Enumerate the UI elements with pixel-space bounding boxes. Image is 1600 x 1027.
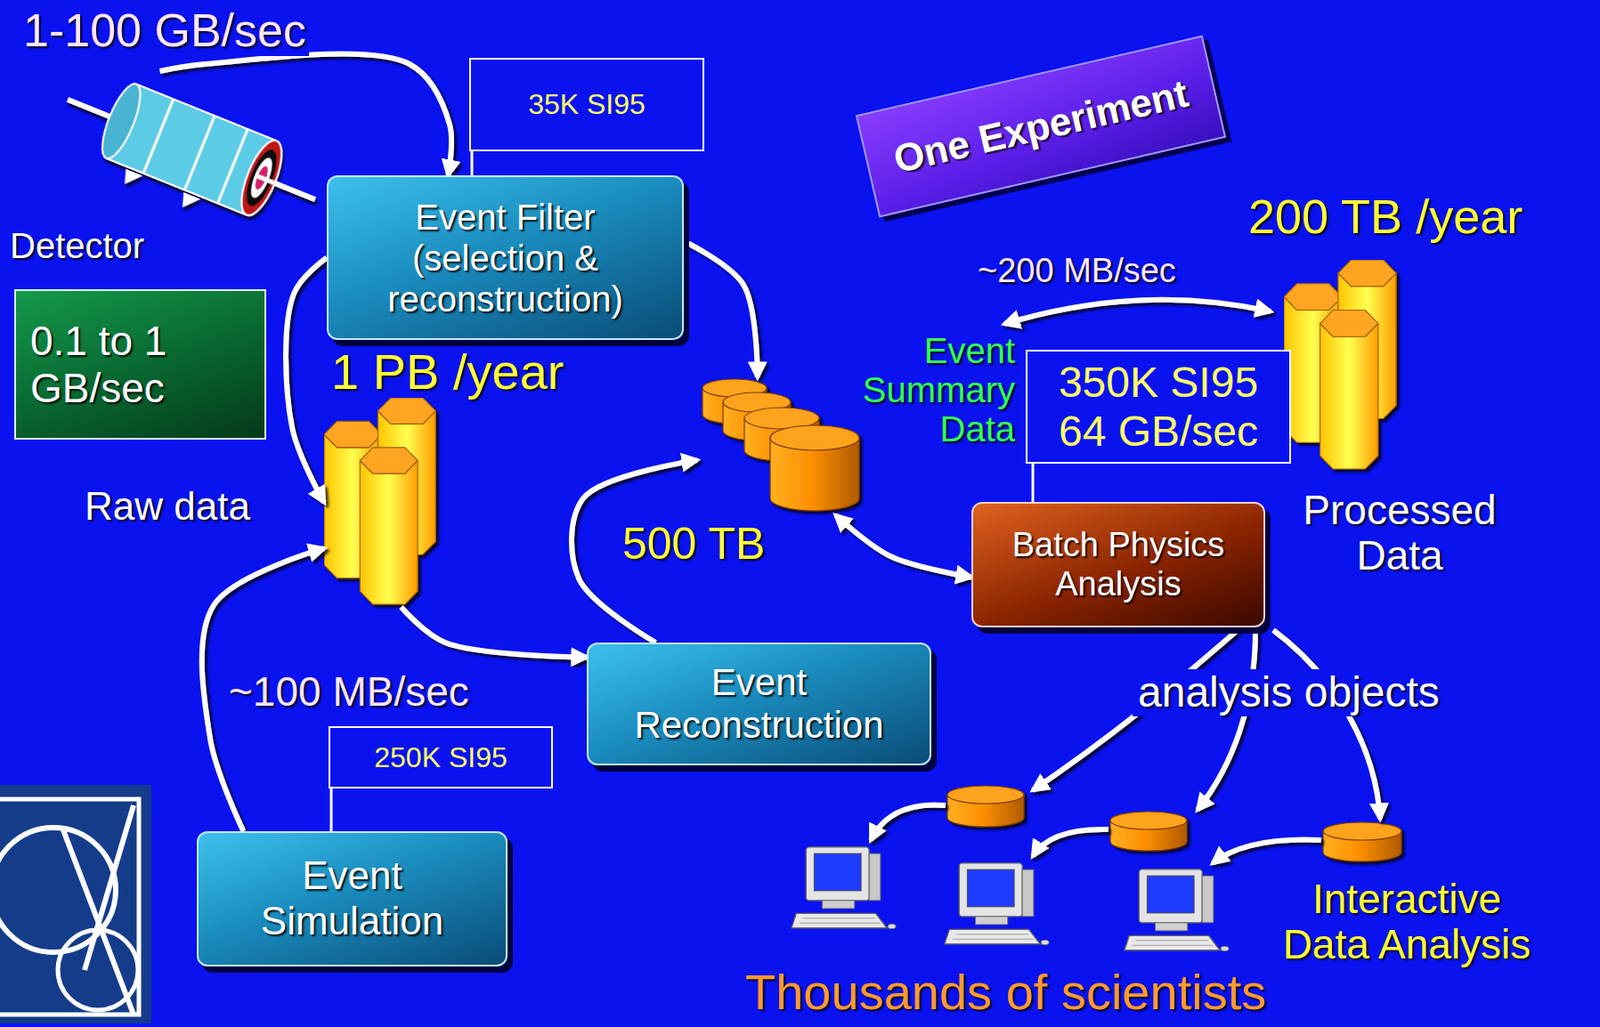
edge-label: ~100 MB/sec [226,669,472,715]
process-box: Batch Physics Analysis [971,502,1266,628]
box-text: Batch Physics Analysis [989,526,1248,604]
edge-label: 1-100 GB/sec [20,5,309,57]
computer-icon [944,863,1049,946]
flow-arrow [683,241,758,378]
storage: 200 TB /yearProcessed Data [1283,259,1414,472]
computer-icon [791,847,896,930]
box-text: 35K SI95 [527,88,646,122]
stage-label: Interactive Data Analysis [1273,877,1541,967]
box-text: Event Reconstruction [604,661,914,748]
box-text: 0.1 to 1 GB/sec [30,317,251,413]
flow-arrow [836,515,972,578]
box-text: 350K SI95 64 GB/sec [1039,357,1277,456]
disk-storage: 500 TB [697,377,861,516]
data-name-label: Event Summary Data [850,331,1016,449]
storage-label: Processed Data [1292,487,1507,578]
box-text: 250K SI95 [373,741,507,775]
flow-label: analysis objects [1132,669,1446,717]
rate-label: ~200 MB/sec [977,252,1177,291]
process-box: Event Reconstruction [586,642,932,766]
rate-box: 0.1 to 1 GB/sec [14,289,267,440]
computer-icon [1124,869,1229,952]
flow-arrow [160,53,453,176]
box-text: One Experiment [889,70,1193,182]
box-text: Event Filter (selection & reconstruction… [344,196,666,320]
audience-label: Thousands of scientists [745,966,1267,1020]
storage-label: Detector [9,226,145,266]
detector-illustration [46,62,331,252]
capacity-callout: 35K SI95 [469,57,705,152]
edge-label: Raw data [81,485,253,528]
storage-label: 1 PB /year [331,344,564,400]
sticky-note: One Experiment [855,35,1227,219]
process-box: Event Simulation [196,831,508,967]
capacity-callout: 350K SI95 64 GB/sec [1025,349,1292,464]
storage-icon [324,397,436,605]
process-box: Event Filter (selection & reconstruction… [326,175,684,341]
storage-label: 500 TB [622,519,765,569]
analysis-disk [947,786,1402,862]
storage: 1 PB /year [324,397,453,608]
box-text: Event Simulation [214,853,490,944]
flow-arrow [400,607,587,658]
storage-icon [1283,259,1397,470]
logo [0,785,152,1024]
capacity-callout: 250K SI95 [328,726,553,789]
storage-label: 200 TB /year [1248,190,1523,244]
flow-arrow [285,258,327,504]
detector: Detector [97,71,307,225]
disk-stack [702,379,860,512]
